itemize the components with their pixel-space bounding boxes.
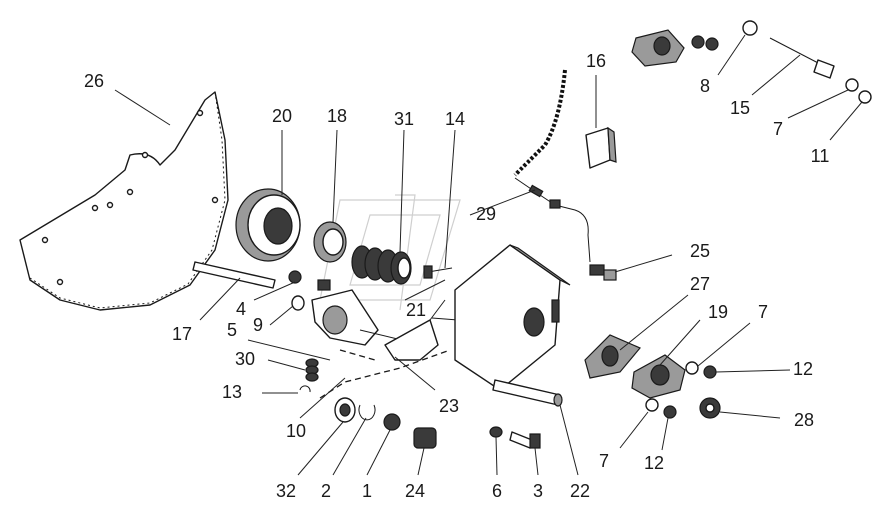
label-12-right: 12 <box>793 359 813 379</box>
washer-32 <box>334 397 356 423</box>
label-24: 24 <box>405 481 425 501</box>
washer-7-lower <box>645 398 659 412</box>
label-13: 13 <box>222 382 242 402</box>
nut-1 <box>383 413 401 431</box>
label-11: 11 <box>811 146 830 166</box>
label-29: 29 <box>476 204 496 224</box>
label-8: 8 <box>700 76 710 96</box>
shaft-17 <box>192 261 276 289</box>
label-28: 28 <box>794 410 814 430</box>
pin-5 <box>317 279 331 291</box>
label-26: 26 <box>84 71 104 91</box>
washer-7-right <box>685 361 699 375</box>
label-12-lower: 12 <box>644 453 664 473</box>
shaft-housing <box>311 289 411 346</box>
part-labels: 26 20 18 31 14 16 29 8 15 7 11 17 4 9 5 … <box>84 51 829 501</box>
label-22: 22 <box>570 481 590 501</box>
label-14: 14 <box>445 109 465 129</box>
label-17: 17 <box>172 324 192 344</box>
hub-flange-20 <box>235 188 301 262</box>
bolt-3 <box>509 431 541 449</box>
wire-harness-29 <box>513 69 591 263</box>
washer-4 <box>288 270 302 284</box>
label-10: 10 <box>286 421 306 441</box>
label-30: 30 <box>235 349 255 369</box>
label-20: 20 <box>272 106 292 126</box>
shaft-22 <box>492 379 563 407</box>
connector-25 <box>589 264 617 281</box>
bolt-14 <box>423 265 453 279</box>
label-5: 5 <box>227 320 237 340</box>
spring-30 <box>305 358 319 382</box>
spring-31 <box>351 245 412 285</box>
bolt-15 <box>769 37 835 79</box>
gasket-27 <box>584 334 641 379</box>
washer-7-top <box>845 78 859 92</box>
label-18: 18 <box>327 106 347 126</box>
bearing-housing-19 <box>631 354 686 399</box>
label-7-top: 7 <box>773 119 783 139</box>
relay-16 <box>585 126 617 169</box>
nut-12-lower <box>663 405 677 419</box>
bearing-ring-18 <box>313 221 347 263</box>
label-25: 25 <box>690 241 710 261</box>
nut-12-right <box>703 365 717 379</box>
bracket-21 <box>384 317 459 361</box>
label-16: 16 <box>586 51 606 71</box>
label-1: 1 <box>362 481 372 501</box>
label-2: 2 <box>321 481 331 501</box>
sector-gear-plate-26 <box>19 91 229 311</box>
washer-9 <box>291 295 305 311</box>
label-7-right: 7 <box>758 302 768 322</box>
bearing-housing-upper <box>631 29 719 67</box>
label-7-lower: 7 <box>599 451 609 471</box>
assembly-guides <box>319 349 451 399</box>
label-9: 9 <box>253 315 263 335</box>
label-4: 4 <box>236 299 246 319</box>
washer-11 <box>858 90 872 104</box>
label-23: 23 <box>439 396 459 416</box>
label-19: 19 <box>708 302 728 322</box>
label-6: 6 <box>492 481 502 501</box>
leader-lines <box>114 34 863 476</box>
circlip-10 <box>358 404 376 421</box>
label-3: 3 <box>533 481 543 501</box>
label-31: 31 <box>394 109 414 129</box>
nut-28 <box>699 397 721 419</box>
support-plate-23 <box>454 244 571 391</box>
label-15: 15 <box>730 98 750 118</box>
label-27: 27 <box>690 274 710 294</box>
clip-13 <box>299 385 311 393</box>
label-32: 32 <box>276 481 296 501</box>
nut-8 <box>742 20 758 36</box>
washer-6 <box>489 426 503 438</box>
label-21: 21 <box>406 300 426 320</box>
plug-24 <box>413 427 437 449</box>
